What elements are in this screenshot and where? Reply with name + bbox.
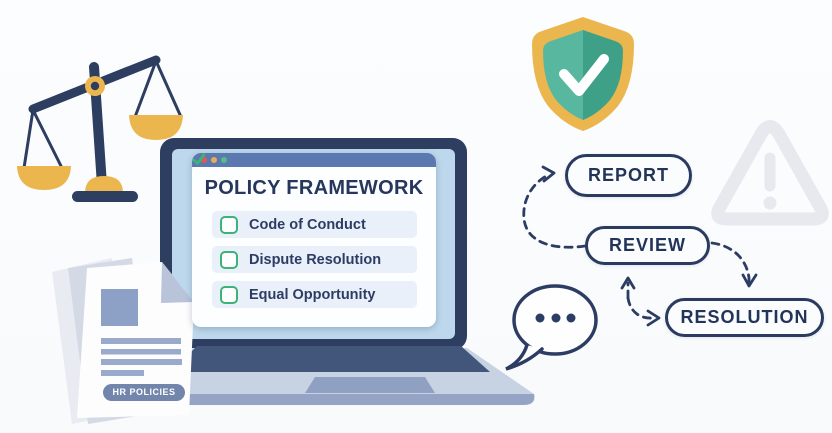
shield-checkmark (559, 54, 609, 96)
checklist-item: Dispute Resolution (192, 153, 417, 273)
scales-of-justice-icon (17, 55, 183, 202)
speech-bubble-icon (505, 284, 598, 371)
document-fold-corner (161, 262, 194, 303)
checkbox-checked-icon (192, 153, 238, 269)
laptop-trackpad (305, 377, 435, 393)
document-image-block (101, 289, 138, 326)
scale-base-plate (72, 191, 138, 202)
scale-left-pan (17, 166, 71, 190)
speech-bubble-dot (566, 313, 576, 323)
browser-titlebar (192, 153, 436, 167)
hr-documents (52, 258, 194, 424)
checklist-item-label: Equal Opportunity (249, 286, 376, 303)
flow-connectors (522, 165, 758, 327)
arrowhead-to-review (620, 276, 636, 290)
checklist-item: Code of Conduct (192, 153, 417, 238)
speech-bubble-dot (535, 313, 545, 323)
laptop-base-lip (149, 394, 535, 405)
hr-policies-badge: HR POLICIES (103, 384, 185, 401)
window-dot-green-icon (221, 157, 227, 163)
warning-exclamation-dot (763, 196, 777, 210)
flow-step-review: REVIEW (585, 226, 710, 265)
checklist-item: Equal Opportunity (192, 153, 417, 308)
window-dot-yellow-icon (211, 157, 217, 163)
scale-base-mound (85, 176, 123, 193)
document-text-line (101, 370, 144, 376)
scale-hub-center (90, 81, 100, 91)
document-text-line (101, 359, 182, 365)
connector-review-to-report (522, 173, 587, 249)
policy-framework-window: POLICY FRAMEWORK Code of Conduct Dispute… (192, 153, 436, 327)
connector-right-to-resolution (626, 296, 655, 320)
policy-checklist: Code of Conduct Dispute Resolution Equal… (192, 153, 417, 308)
window-dot-red-icon (201, 157, 207, 163)
flow-step-report: REPORT (565, 154, 692, 197)
flow-step-resolution: RESOLUTION (665, 298, 824, 337)
arrowhead-to-resolution-top (741, 273, 758, 288)
document-text-line (101, 349, 181, 355)
scale-left-strings (22, 108, 64, 170)
page-title: POLICY FRAMEWORK (204, 177, 424, 199)
scale-right-pan (129, 115, 183, 140)
speech-bubble-dot (551, 313, 561, 323)
connector-review-to-resolution (710, 241, 751, 284)
shield-inner (543, 30, 623, 120)
speech-bubble-tail (505, 343, 544, 371)
checkbox-checked-icon (192, 153, 238, 234)
warning-triangle-outline (711, 120, 829, 226)
checklist-item-label: Code of Conduct (249, 216, 366, 233)
laptop-keyboard (171, 346, 490, 372)
warning-triangle-icon (711, 120, 829, 226)
arrowhead-to-report (541, 165, 556, 183)
checkbox-checked-icon (192, 153, 238, 304)
shield-check-icon (532, 17, 634, 131)
scale-right-strings (133, 59, 183, 119)
document-text-line (101, 338, 181, 344)
checklist-item-label: Dispute Resolution (249, 251, 382, 268)
arrowhead-to-resolution-left (646, 309, 661, 327)
